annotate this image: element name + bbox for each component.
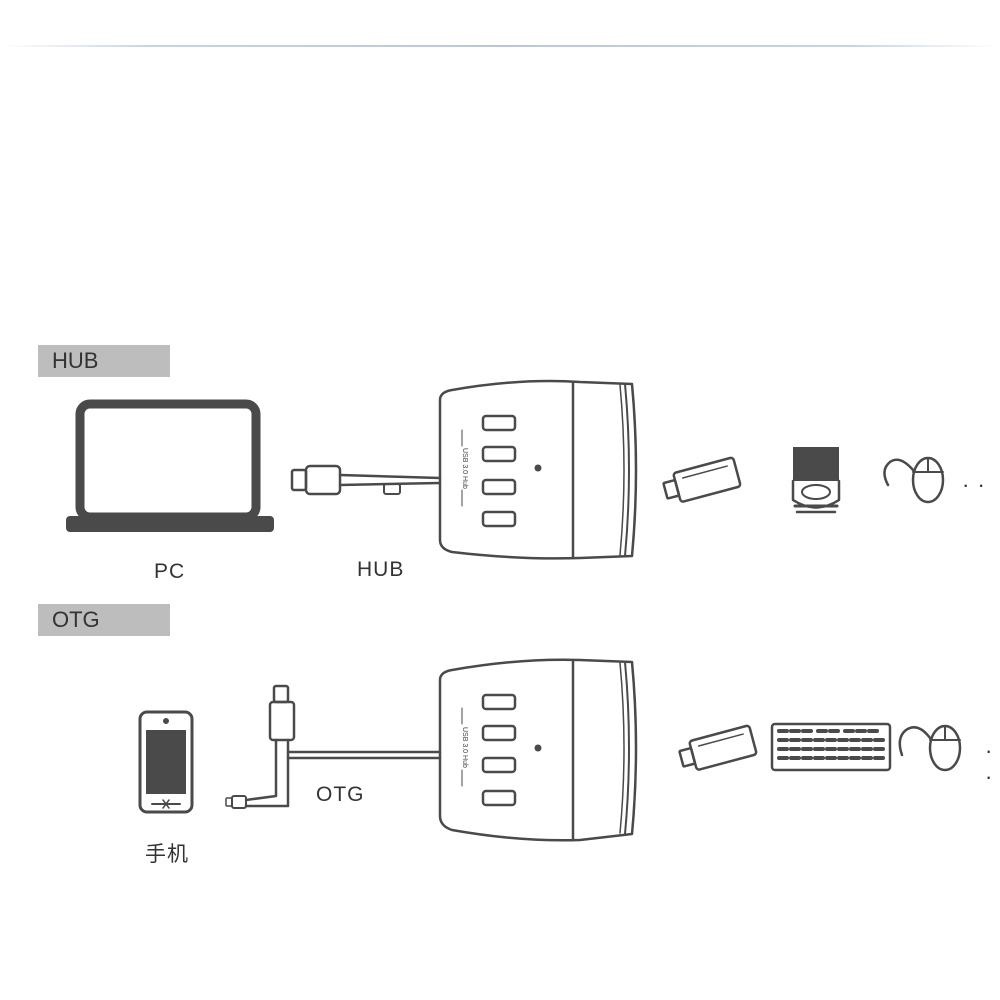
smartphone-icon bbox=[138, 710, 194, 814]
keyboard-icon bbox=[770, 722, 892, 772]
laptop-icon bbox=[66, 399, 274, 532]
more-devices-ellipsis-otg: · · bbox=[985, 738, 994, 789]
otg-label: OTG bbox=[316, 783, 365, 806]
usb-hub-icon bbox=[438, 658, 638, 842]
mouse-icon bbox=[898, 724, 962, 772]
phone-label: 手机 bbox=[145, 843, 189, 866]
hub-label: HUB bbox=[357, 558, 405, 581]
hub-print-text: USB 3.0 Hub bbox=[461, 727, 468, 768]
mouse-icon bbox=[883, 456, 945, 504]
card-reader-icon bbox=[791, 447, 841, 514]
top-divider bbox=[0, 45, 1000, 47]
hub-print-text: USB 3.0 Hub bbox=[461, 448, 468, 489]
usb-flash-drive-icon bbox=[662, 456, 742, 503]
pc-label: PC bbox=[154, 560, 186, 583]
usb-hub-icon bbox=[438, 379, 638, 560]
usb-cable-icon bbox=[290, 464, 442, 496]
more-devices-ellipsis-hub: · · bbox=[962, 472, 986, 497]
otg-cable-icon bbox=[225, 684, 442, 809]
section-tag-hub: HUB bbox=[38, 345, 170, 377]
section-tag-otg: OTG bbox=[38, 604, 170, 636]
usb-flash-drive-icon bbox=[678, 724, 758, 771]
